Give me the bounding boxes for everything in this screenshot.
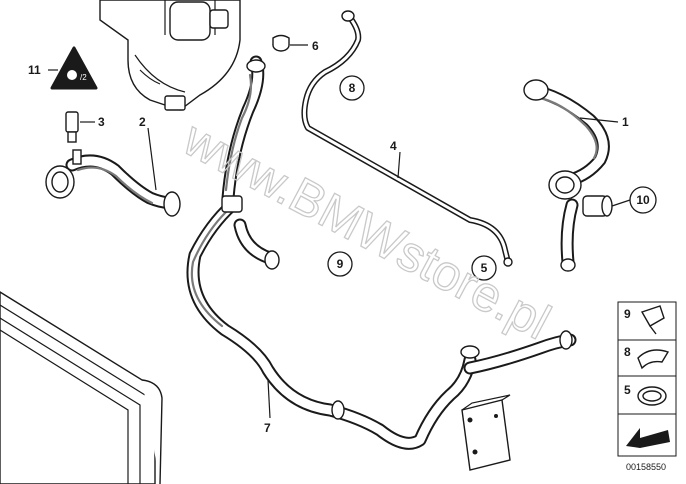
legend-label-5: 5 (624, 383, 631, 397)
auxiliary-pump (461, 394, 511, 471)
callout-11: 11 (28, 63, 41, 77)
temperature-sensor-part-3 (65, 111, 79, 143)
hose-tank-upper (221, 55, 266, 205)
hose-part-2 (45, 149, 181, 217)
hose-part-1 (523, 79, 613, 272)
warning-label-part-11: /2 (50, 46, 98, 90)
circled-callout-10: 10 (629, 186, 657, 214)
circled-callout-5-label: 5 (481, 261, 488, 275)
circled-callout-9-label: 9 (337, 257, 344, 271)
legend-label-9: 9 (624, 307, 631, 321)
svg-text:/2: /2 (80, 73, 87, 82)
watermark: www.BMWstore.pl (174, 110, 559, 350)
callout-7: 7 (264, 421, 271, 435)
callout-2: 2 (139, 115, 146, 129)
circled-callout-8-label: 8 (349, 81, 356, 95)
direction-arrow-icon (626, 428, 670, 448)
reference-number: 00158550 (626, 462, 666, 472)
callout-1: 1 (622, 115, 629, 129)
expansion-tank (99, 0, 241, 111)
circled-callout-5: 5 (471, 255, 497, 281)
circled-callout-8: 8 (339, 75, 365, 101)
radiator (0, 291, 163, 484)
callout-3: 3 (98, 115, 105, 129)
clip-icon (640, 305, 665, 335)
plug-part-6 (272, 34, 290, 52)
callout-4: 4 (390, 139, 397, 153)
callout-6: 6 (312, 39, 319, 53)
hose-part-7 (186, 195, 577, 450)
legend-label-8: 8 (624, 345, 631, 359)
circled-callout-9: 9 (327, 251, 353, 277)
leader-lines (48, 44, 631, 419)
circled-callout-10-label: 10 (636, 193, 650, 207)
vent-line-part-4 (301, 10, 513, 267)
legend-panel: 9 8 5 (617, 301, 677, 457)
holder-icon (637, 349, 670, 370)
